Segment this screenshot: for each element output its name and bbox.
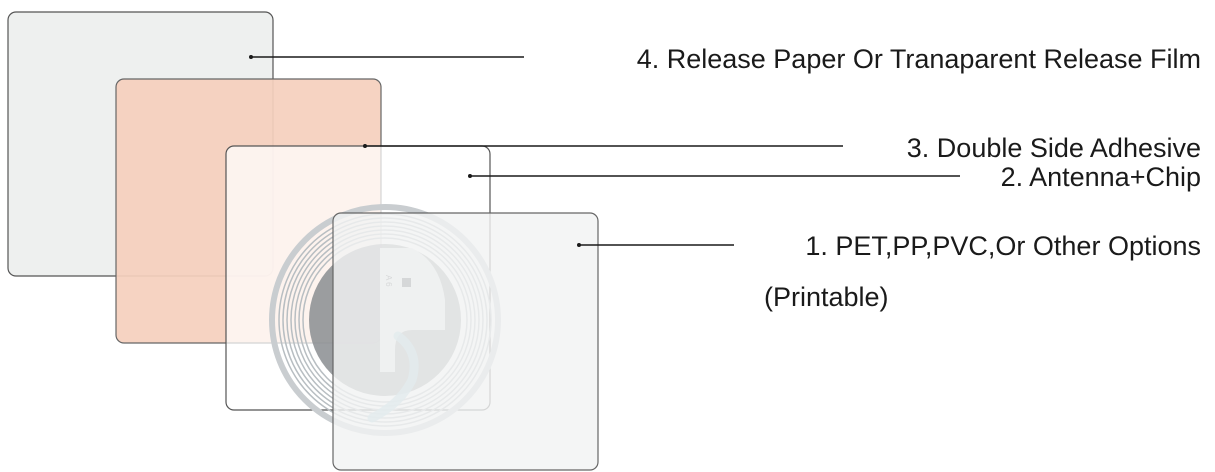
layer-4-label: 4. Release Paper Or Tranaparent Release … — [636, 44, 1201, 74]
layer-2-label: 2. Antenna+Chip — [1000, 162, 1201, 192]
leader-line-3 — [363, 144, 843, 148]
leader-line-2 — [468, 174, 960, 178]
layer-3-label: 3. Double Side Adhesive — [906, 133, 1201, 163]
leader-line-4 — [249, 55, 524, 59]
layer-1-sublabel: (Printable) — [764, 282, 889, 312]
layer-1-label: 1. PET,PP,PVC,Or Other Options — [805, 231, 1201, 261]
layer-1-sheet — [332, 212, 599, 471]
leader-line-1 — [577, 243, 734, 247]
